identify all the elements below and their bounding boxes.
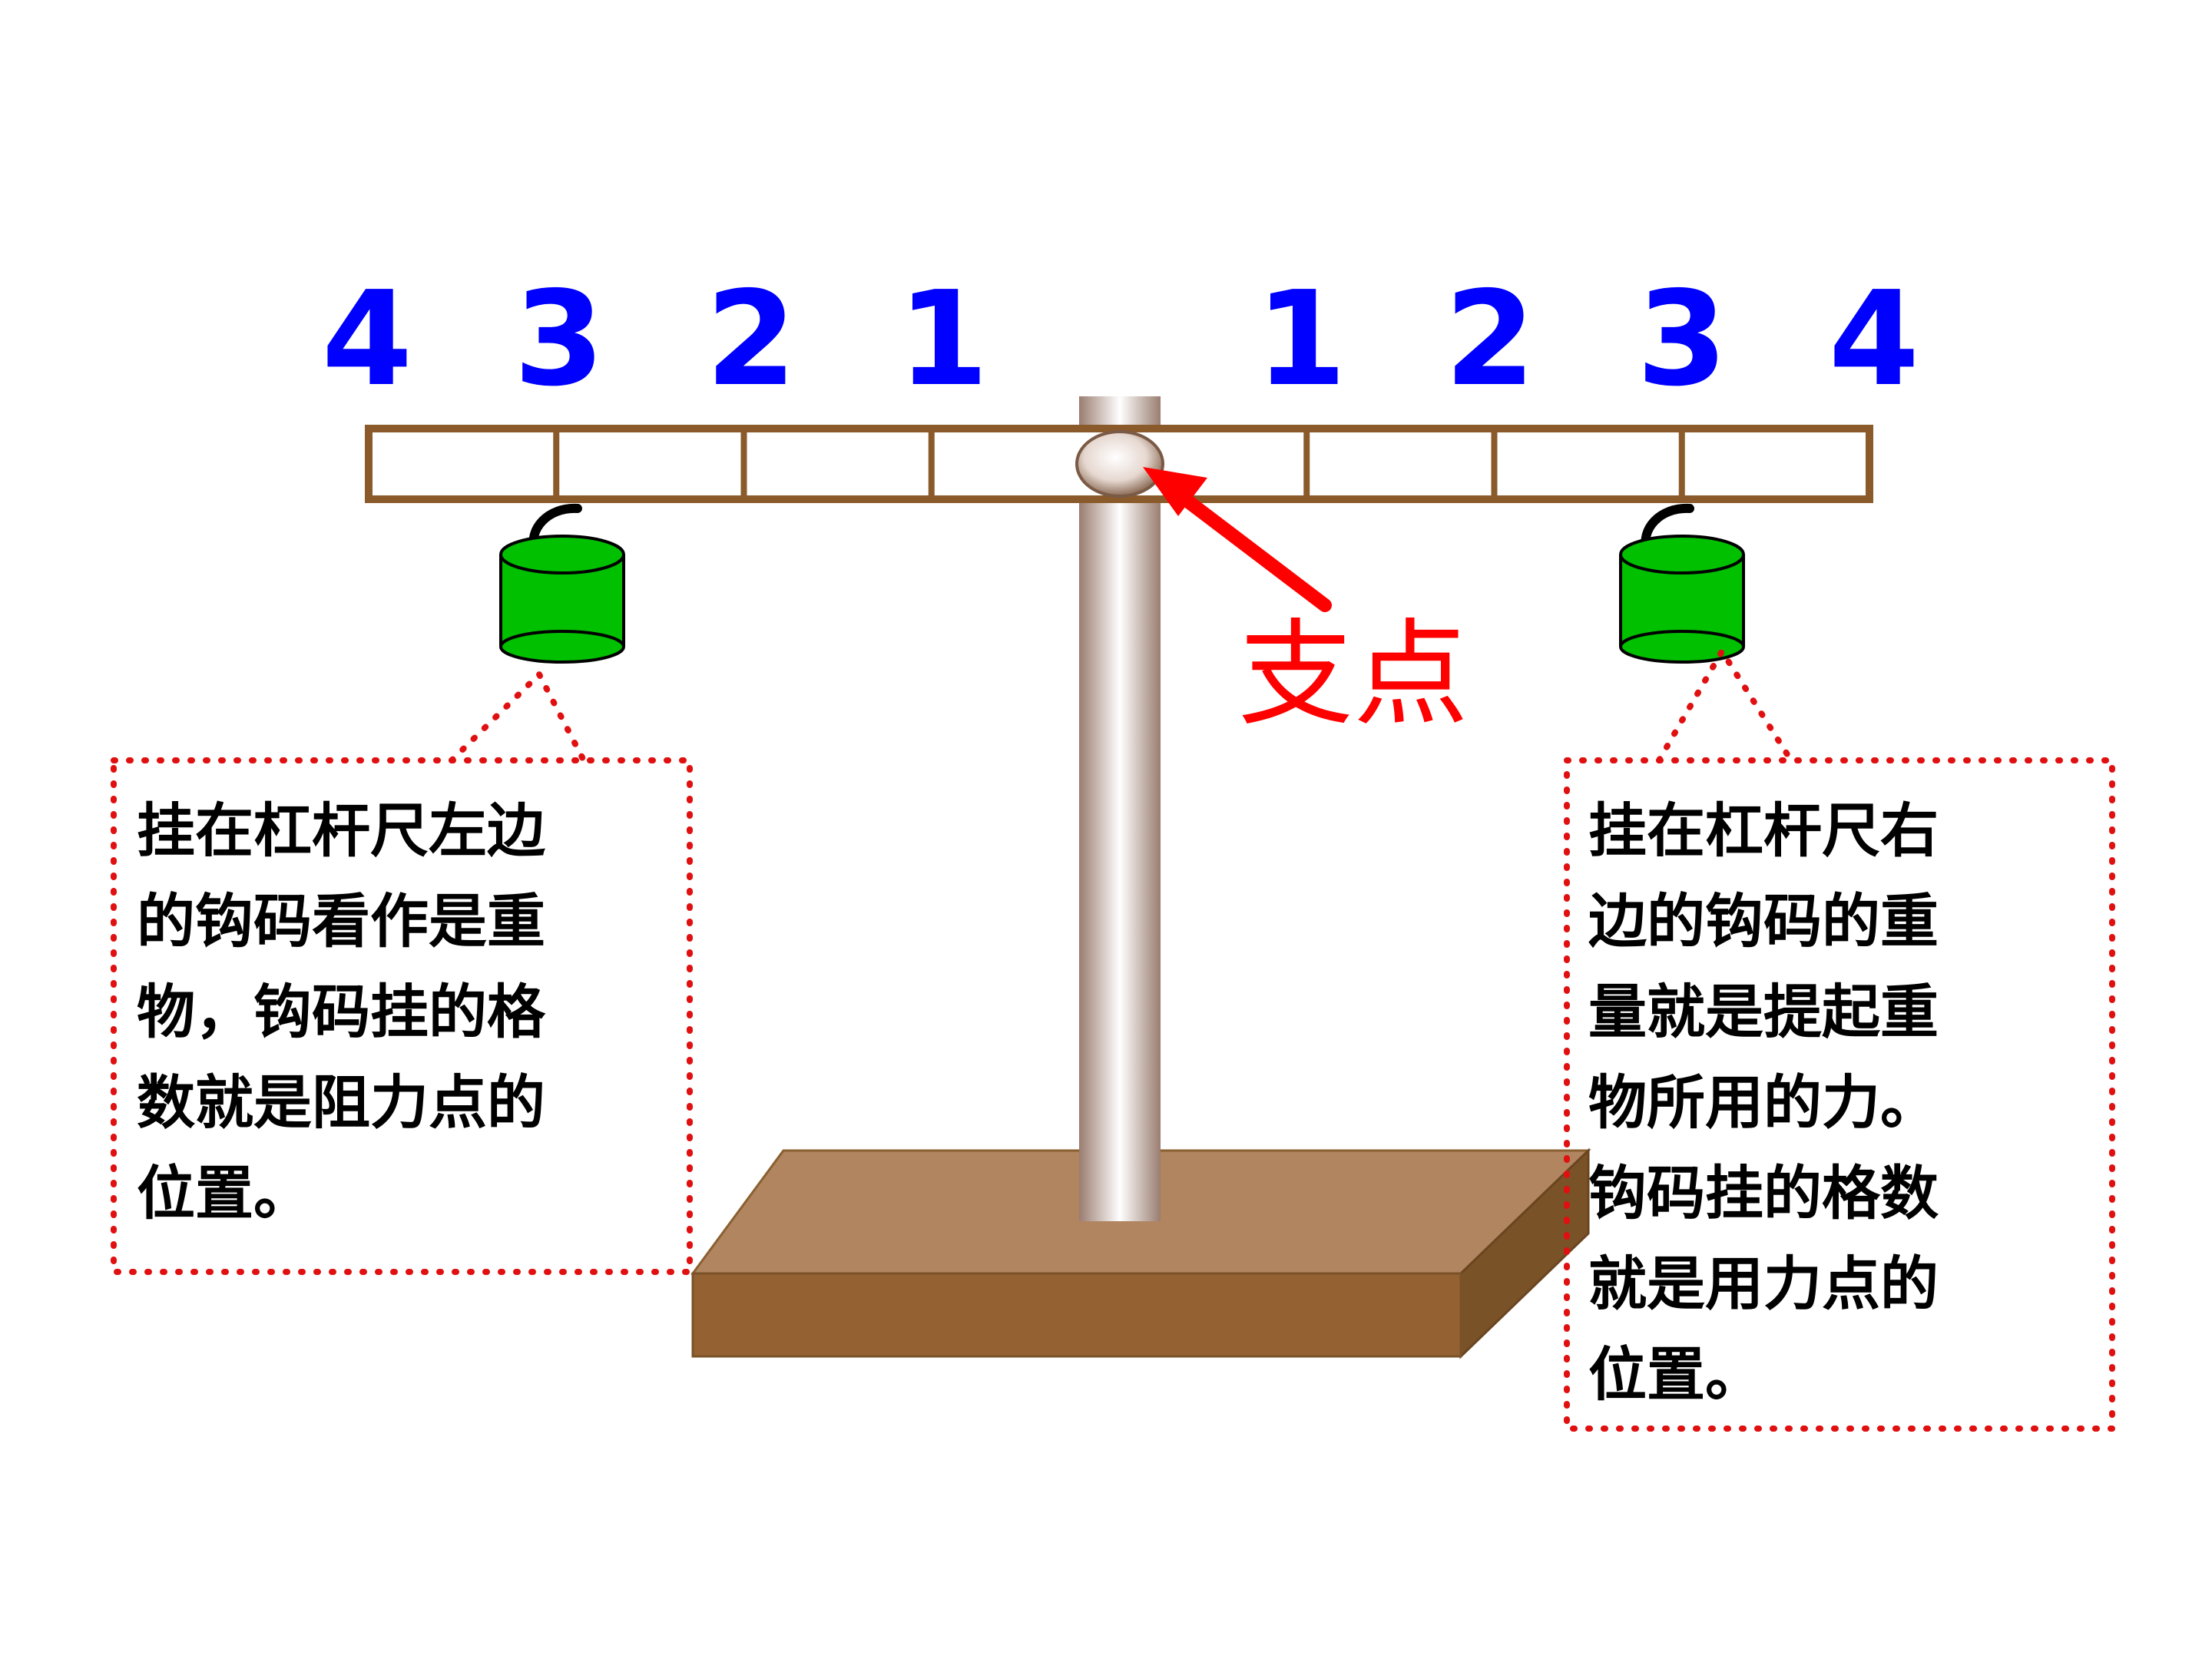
note-line: 钩码挂的格数 [1588, 1159, 1939, 1227]
note-line: 量就是提起重 [1588, 978, 1939, 1046]
note-line: 物，钩码挂的格 [137, 978, 546, 1046]
fulcrum-label: 支点 [1238, 608, 1469, 742]
note-line: 挂在杠杆尺左边 [137, 796, 545, 865]
note-line: 挂在杠杆尺右 [1588, 796, 1939, 865]
left-weight [499, 503, 625, 664]
base-front-face [691, 1272, 1462, 1358]
right-scale-number: 1 [1256, 263, 1346, 416]
right-weight [1619, 503, 1745, 664]
right-note-callout: 挂在杠杆尺右边的钩码的重量就是提起重物所用的力。钩码挂的格数就是用力点的位置。 [1564, 645, 2115, 1432]
left-scale-number: 4 [322, 263, 412, 416]
left-scale-number: 3 [514, 263, 604, 416]
left-note-text: 挂在杠杆尺左边的钩码看作是重物，钩码挂的格数就是阻力点的位置。 [137, 796, 546, 1227]
note-line: 数就是阻力点的 [137, 1068, 545, 1137]
right-scale-number: 3 [1637, 263, 1727, 416]
left-scale-number: 1 [898, 263, 988, 416]
note-line: 位置。 [1588, 1340, 1763, 1409]
right-note-text: 挂在杠杆尺右边的钩码的重量就是提起重物所用的力。钩码挂的格数就是用力点的位置。 [1588, 796, 1939, 1409]
left-scale-number: 2 [706, 263, 796, 416]
note-line: 的钩码看作是重 [137, 887, 545, 955]
right-scale-number: 2 [1445, 263, 1535, 416]
pivot-knob [1075, 430, 1164, 498]
fulcrum-arrow [1143, 467, 1332, 612]
note-line: 位置。 [137, 1159, 312, 1227]
note-line: 物所用的力。 [1588, 1068, 1939, 1137]
note-line: 边的钩码的重 [1588, 887, 1939, 955]
left-note-callout: 挂在杠杆尺左边的钩码看作是重物，钩码挂的格数就是阻力点的位置。 [111, 669, 693, 1275]
right-scale-number: 4 [1829, 263, 1919, 416]
stand-pole [1079, 396, 1161, 1221]
note-line: 就是用力点的 [1588, 1250, 1939, 1318]
